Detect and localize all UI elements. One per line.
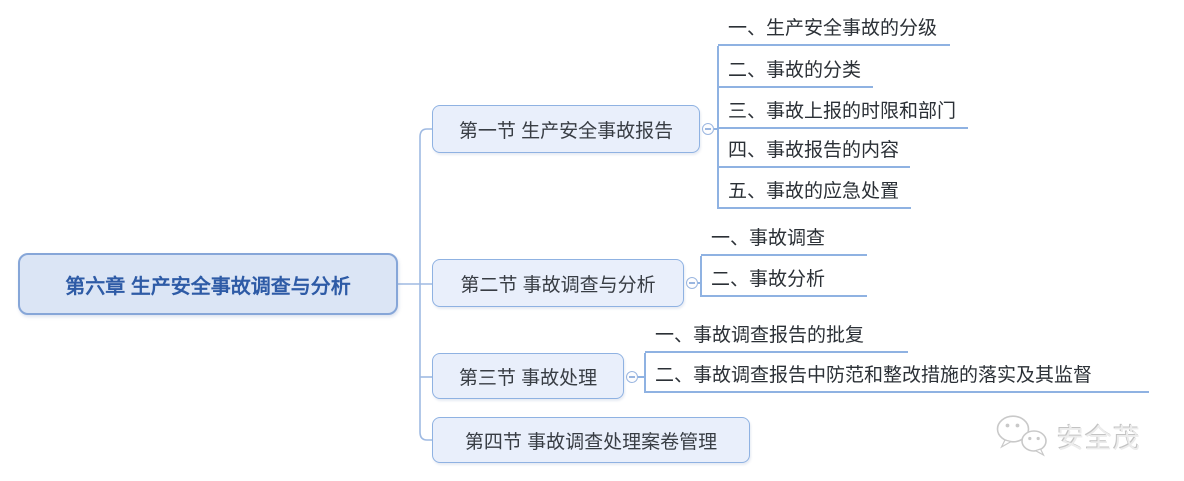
branch-topic-4[interactable]: 第四节 事故调查处理案卷管理 (432, 417, 750, 463)
watermark: 安全茂 (994, 406, 1174, 466)
root-topic[interactable]: 第六章 生产安全事故调查与分析 (18, 253, 398, 315)
leaf-node[interactable]: 二、事故调查报告中防范和整改措施的落实及其监督 (645, 355, 1149, 393)
wechat-icon (994, 413, 1050, 459)
branch-topic-1[interactable]: 第一节 生产安全事故报告 (432, 105, 700, 153)
leaf-node[interactable]: 四、事故报告的内容 (718, 130, 910, 168)
leaf-node[interactable]: 三、事故上报的时限和部门 (718, 91, 968, 129)
branch-topic-3[interactable]: 第三节 事故处理 (432, 353, 624, 399)
collapse-toggle-branch2[interactable] (686, 277, 698, 289)
connector-trunk-branch1 (419, 128, 432, 284)
branch-topic-2[interactable]: 第二节 事故调查与分析 (432, 259, 684, 307)
leaf-node[interactable]: 一、事故调查 (701, 218, 867, 256)
leaf-node[interactable]: 五、事故的应急处置 (718, 171, 911, 209)
leaf-node[interactable]: 一、生产安全事故的分级 (718, 8, 950, 46)
connector-trunk-branch4 (419, 284, 432, 441)
leaf-node[interactable]: 二、事故分析 (701, 259, 867, 297)
collapse-toggle-branch3[interactable] (626, 371, 638, 383)
watermark-label: 安全茂 (1057, 423, 1141, 454)
leaf-node[interactable]: 一、事故调查报告的批复 (645, 315, 908, 353)
leaf-node[interactable]: 二、事故的分类 (718, 50, 873, 88)
collapse-toggle-branch1[interactable] (702, 123, 714, 135)
